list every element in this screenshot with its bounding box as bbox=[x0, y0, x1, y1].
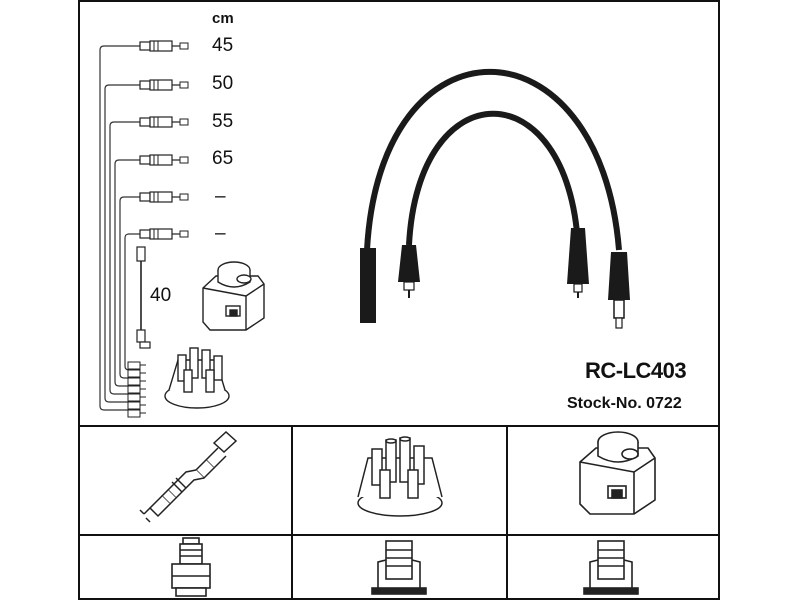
plug-boot-icon bbox=[171, 537, 211, 597]
wire-bundle bbox=[99, 45, 140, 411]
ignition-coil-icon bbox=[579, 431, 656, 515]
distributor-cap-icon bbox=[357, 436, 443, 517]
cable-inner bbox=[398, 110, 589, 298]
cap-terminal-icon bbox=[371, 540, 427, 595]
spark-plug-icon bbox=[139, 430, 238, 523]
cable-outer bbox=[360, 69, 630, 329]
wire-connectors bbox=[139, 40, 189, 240]
coil-lead bbox=[136, 246, 151, 349]
bundle-terminals bbox=[127, 361, 146, 418]
ignition-coil-small bbox=[202, 261, 265, 331]
frame bbox=[78, 0, 720, 600]
length-label: 65 bbox=[212, 148, 234, 169]
distributor-cap-small bbox=[164, 347, 230, 409]
length-label: – bbox=[215, 186, 226, 207]
length-label: 45 bbox=[212, 35, 234, 56]
length-label: 50 bbox=[212, 73, 234, 94]
part-number: RC-LC403 bbox=[585, 358, 687, 383]
length-label: – bbox=[215, 223, 226, 244]
coil-lead-length: 40 bbox=[150, 285, 172, 306]
length-label: 55 bbox=[212, 111, 234, 132]
stock-number: Stock-No. 0722 bbox=[567, 395, 682, 412]
unit-label: cm bbox=[212, 10, 234, 27]
coil-terminal-icon bbox=[583, 540, 639, 595]
